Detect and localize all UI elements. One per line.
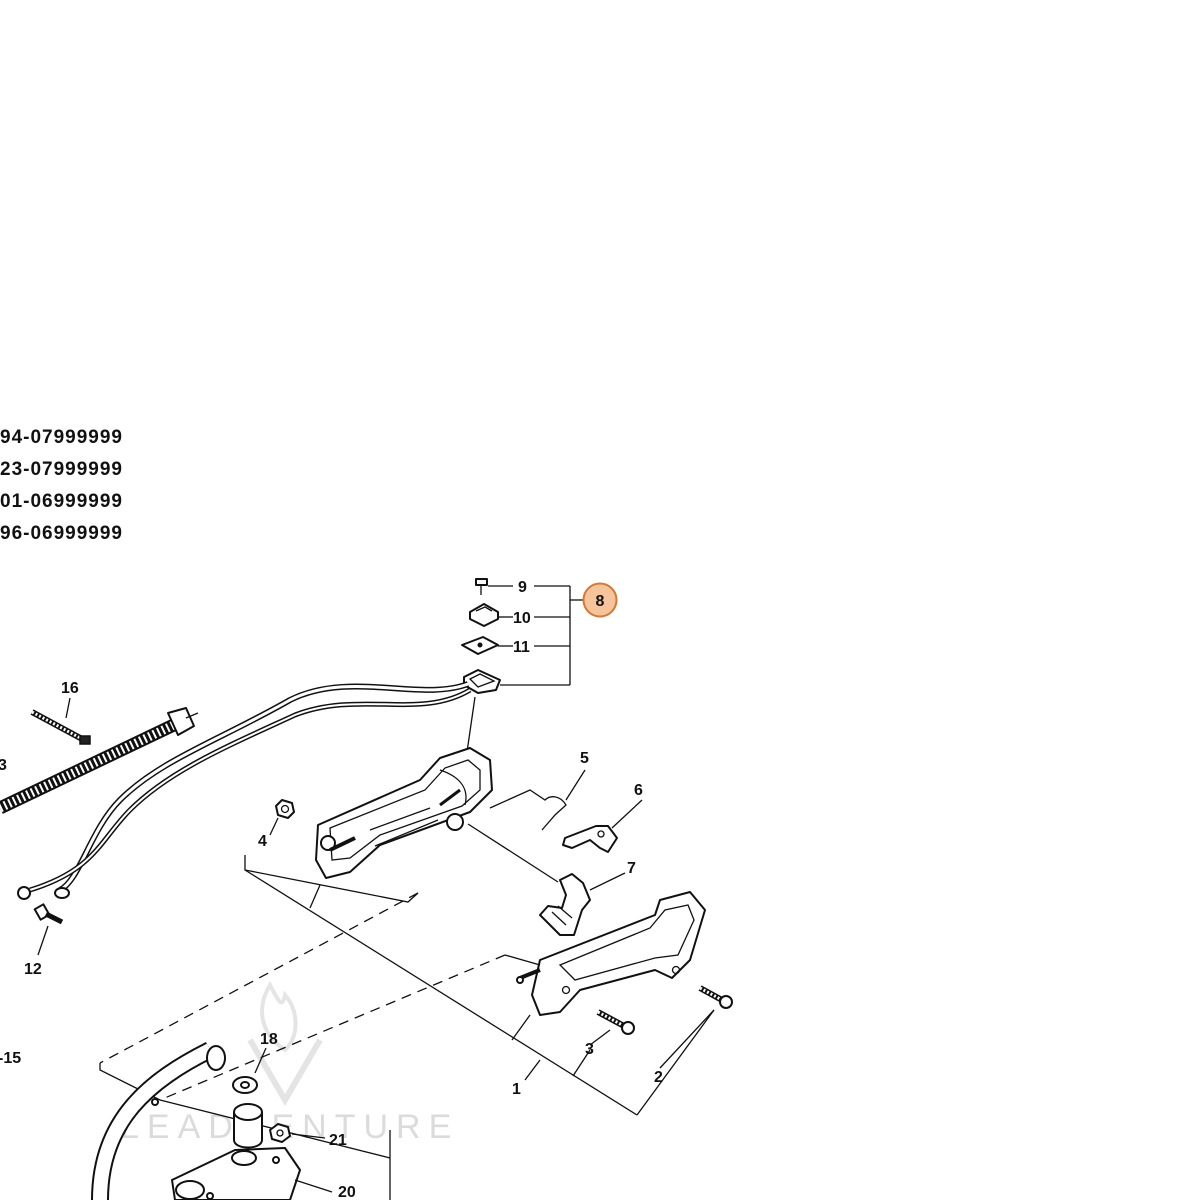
- callout-20: 20: [338, 1184, 356, 1200]
- clamp-20: [171, 1147, 333, 1200]
- spacer-sleeve: [233, 1103, 263, 1149]
- serial-range-4: 96-06999999: [0, 523, 123, 544]
- callout-18: 18: [260, 1031, 278, 1048]
- watermark-text: LEADVENTURE: [120, 1108, 459, 1146]
- nut-10: [469, 603, 499, 627]
- screw-3: [596, 1009, 635, 1035]
- serial-range-2: 23-07999999: [0, 459, 123, 480]
- handle-housing-upper: [315, 747, 493, 879]
- callout-4: 4: [258, 833, 267, 850]
- callout-8-highlight[interactable]: 8: [582, 582, 618, 618]
- handle-housing-lower: [516, 891, 706, 1016]
- callout-10: 10: [513, 610, 531, 627]
- washer-18: [232, 1047, 267, 1094]
- throttle-trigger-7: [467, 823, 626, 936]
- serial-range-3: 01-06999999: [0, 491, 123, 512]
- cable-tie-16: [30, 697, 91, 745]
- callout-3-shaft: 3: [0, 757, 7, 774]
- screw-2: [698, 985, 733, 1009]
- callout-8: 8: [596, 593, 605, 610]
- spring-5: [489, 769, 586, 831]
- loop-handle: [91, 1041, 226, 1200]
- serial-range-1: 94-07999999: [0, 427, 123, 448]
- assembly-lines: [99, 855, 715, 1200]
- callout-9: 9: [518, 579, 527, 596]
- screw-9: [475, 578, 488, 595]
- callout-5: 5: [580, 750, 589, 767]
- callout-21: 21: [329, 1132, 347, 1149]
- callout-16: 16: [61, 680, 79, 697]
- callout-11: 11: [513, 639, 530, 656]
- callout-3: 3: [585, 1041, 594, 1058]
- nut-4: [269, 799, 295, 836]
- callout-12: 12: [24, 961, 42, 978]
- screw-12: [33, 903, 64, 956]
- callout-6: 6: [634, 782, 643, 799]
- lock-lever-6: [562, 799, 643, 853]
- throttle-cable: [17, 681, 476, 900]
- nut-21: [269, 1123, 326, 1143]
- kit-8-parts: [461, 578, 585, 694]
- callout-2: 2: [654, 1069, 663, 1086]
- callout-1: 1: [512, 1081, 521, 1098]
- callout-15: -15: [0, 1050, 21, 1067]
- drive-shaft-3: [0, 707, 199, 814]
- callout-7: 7: [627, 860, 636, 877]
